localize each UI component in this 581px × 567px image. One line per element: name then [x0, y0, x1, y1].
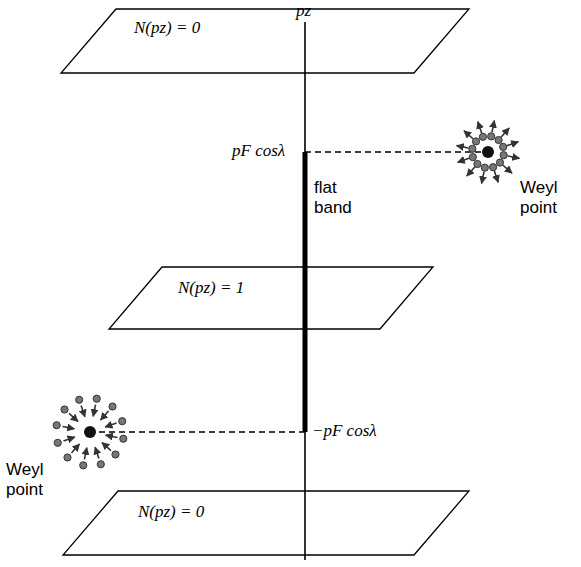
spin-dot	[112, 451, 119, 458]
spin-dot	[53, 422, 60, 429]
plane-outline	[60, 8, 470, 74]
spin-arrow	[501, 128, 509, 137]
plane-label: N(pz) = 0	[134, 18, 200, 38]
spin-dot	[472, 138, 479, 145]
spin-arrow	[464, 131, 473, 139]
spin-arrow	[508, 156, 520, 158]
spin-dot	[64, 454, 71, 461]
plane-border	[109, 267, 433, 329]
spin-arrow	[69, 413, 78, 421]
weyl-label: Weyl point	[520, 178, 572, 219]
spin-arrow	[467, 167, 475, 176]
flat-band-line	[303, 152, 308, 432]
plane-label: N(pz) = 0	[138, 502, 204, 522]
dashed-level	[96, 431, 305, 432]
spin-dot	[76, 396, 83, 403]
plane-label: N(pz) = 1	[178, 278, 244, 298]
spin-dot	[481, 164, 488, 171]
spin-arrow	[102, 443, 111, 451]
spin-dot	[474, 160, 481, 167]
momentum-plane: N(pz) = 0	[62, 490, 470, 556]
spin-arrow	[93, 405, 95, 417]
spin-dot	[109, 403, 116, 410]
weyl-dot	[482, 146, 494, 158]
spin-dot	[479, 133, 486, 140]
spin-arrow	[84, 448, 86, 460]
spin-arrow	[81, 405, 85, 416]
plane-outline	[108, 266, 434, 330]
band-label: flat band	[314, 178, 362, 219]
spin-dot	[469, 145, 476, 152]
spin-arrow	[63, 437, 74, 441]
pz-axis	[304, 22, 306, 560]
spin-arrow	[458, 158, 469, 162]
spin-arrow	[63, 426, 75, 428]
spin-dot	[496, 159, 503, 166]
spin-arrow	[71, 444, 79, 453]
spin-dot	[54, 439, 61, 446]
spin-arrow	[105, 423, 116, 427]
spin-dot	[488, 133, 495, 140]
spin-dot	[500, 152, 507, 159]
spin-dot	[93, 395, 100, 402]
spin-dot	[120, 435, 127, 442]
spin-dot	[469, 153, 476, 160]
weyl-dot	[84, 426, 96, 438]
weyl-hedgehog	[457, 121, 520, 184]
spin-arrow	[503, 165, 512, 173]
spin-arrow	[101, 411, 109, 420]
spin-arrow	[507, 142, 518, 146]
level-label: −pF cosλ	[312, 421, 377, 441]
spin-arrow	[457, 146, 469, 148]
plane-outline	[62, 490, 470, 556]
dashed-level	[305, 151, 482, 152]
momentum-plane: N(pz) = 0	[60, 8, 470, 74]
weyl-hedgehog	[53, 395, 127, 469]
momentum-plane: N(pz) = 1	[108, 266, 434, 330]
spin-dot	[489, 164, 496, 171]
axis-label: pz	[296, 1, 311, 21]
spin-arrow	[95, 447, 99, 458]
weyl-label: Weyl point	[6, 460, 58, 501]
spin-dot	[61, 406, 68, 413]
spin-dot	[119, 418, 126, 425]
plane-border	[63, 491, 469, 555]
spin-dot	[495, 136, 502, 143]
spin-arrow	[478, 122, 482, 133]
plane-border	[61, 9, 469, 73]
spin-arrow	[106, 435, 118, 437]
spin-dot	[97, 461, 104, 468]
spin-arrow	[492, 121, 494, 133]
spin-dot	[80, 462, 87, 469]
spin-dot	[500, 143, 507, 150]
spin-arrow	[494, 171, 498, 182]
level-label: pF cosλ	[232, 141, 285, 161]
spin-arrow	[482, 172, 484, 184]
